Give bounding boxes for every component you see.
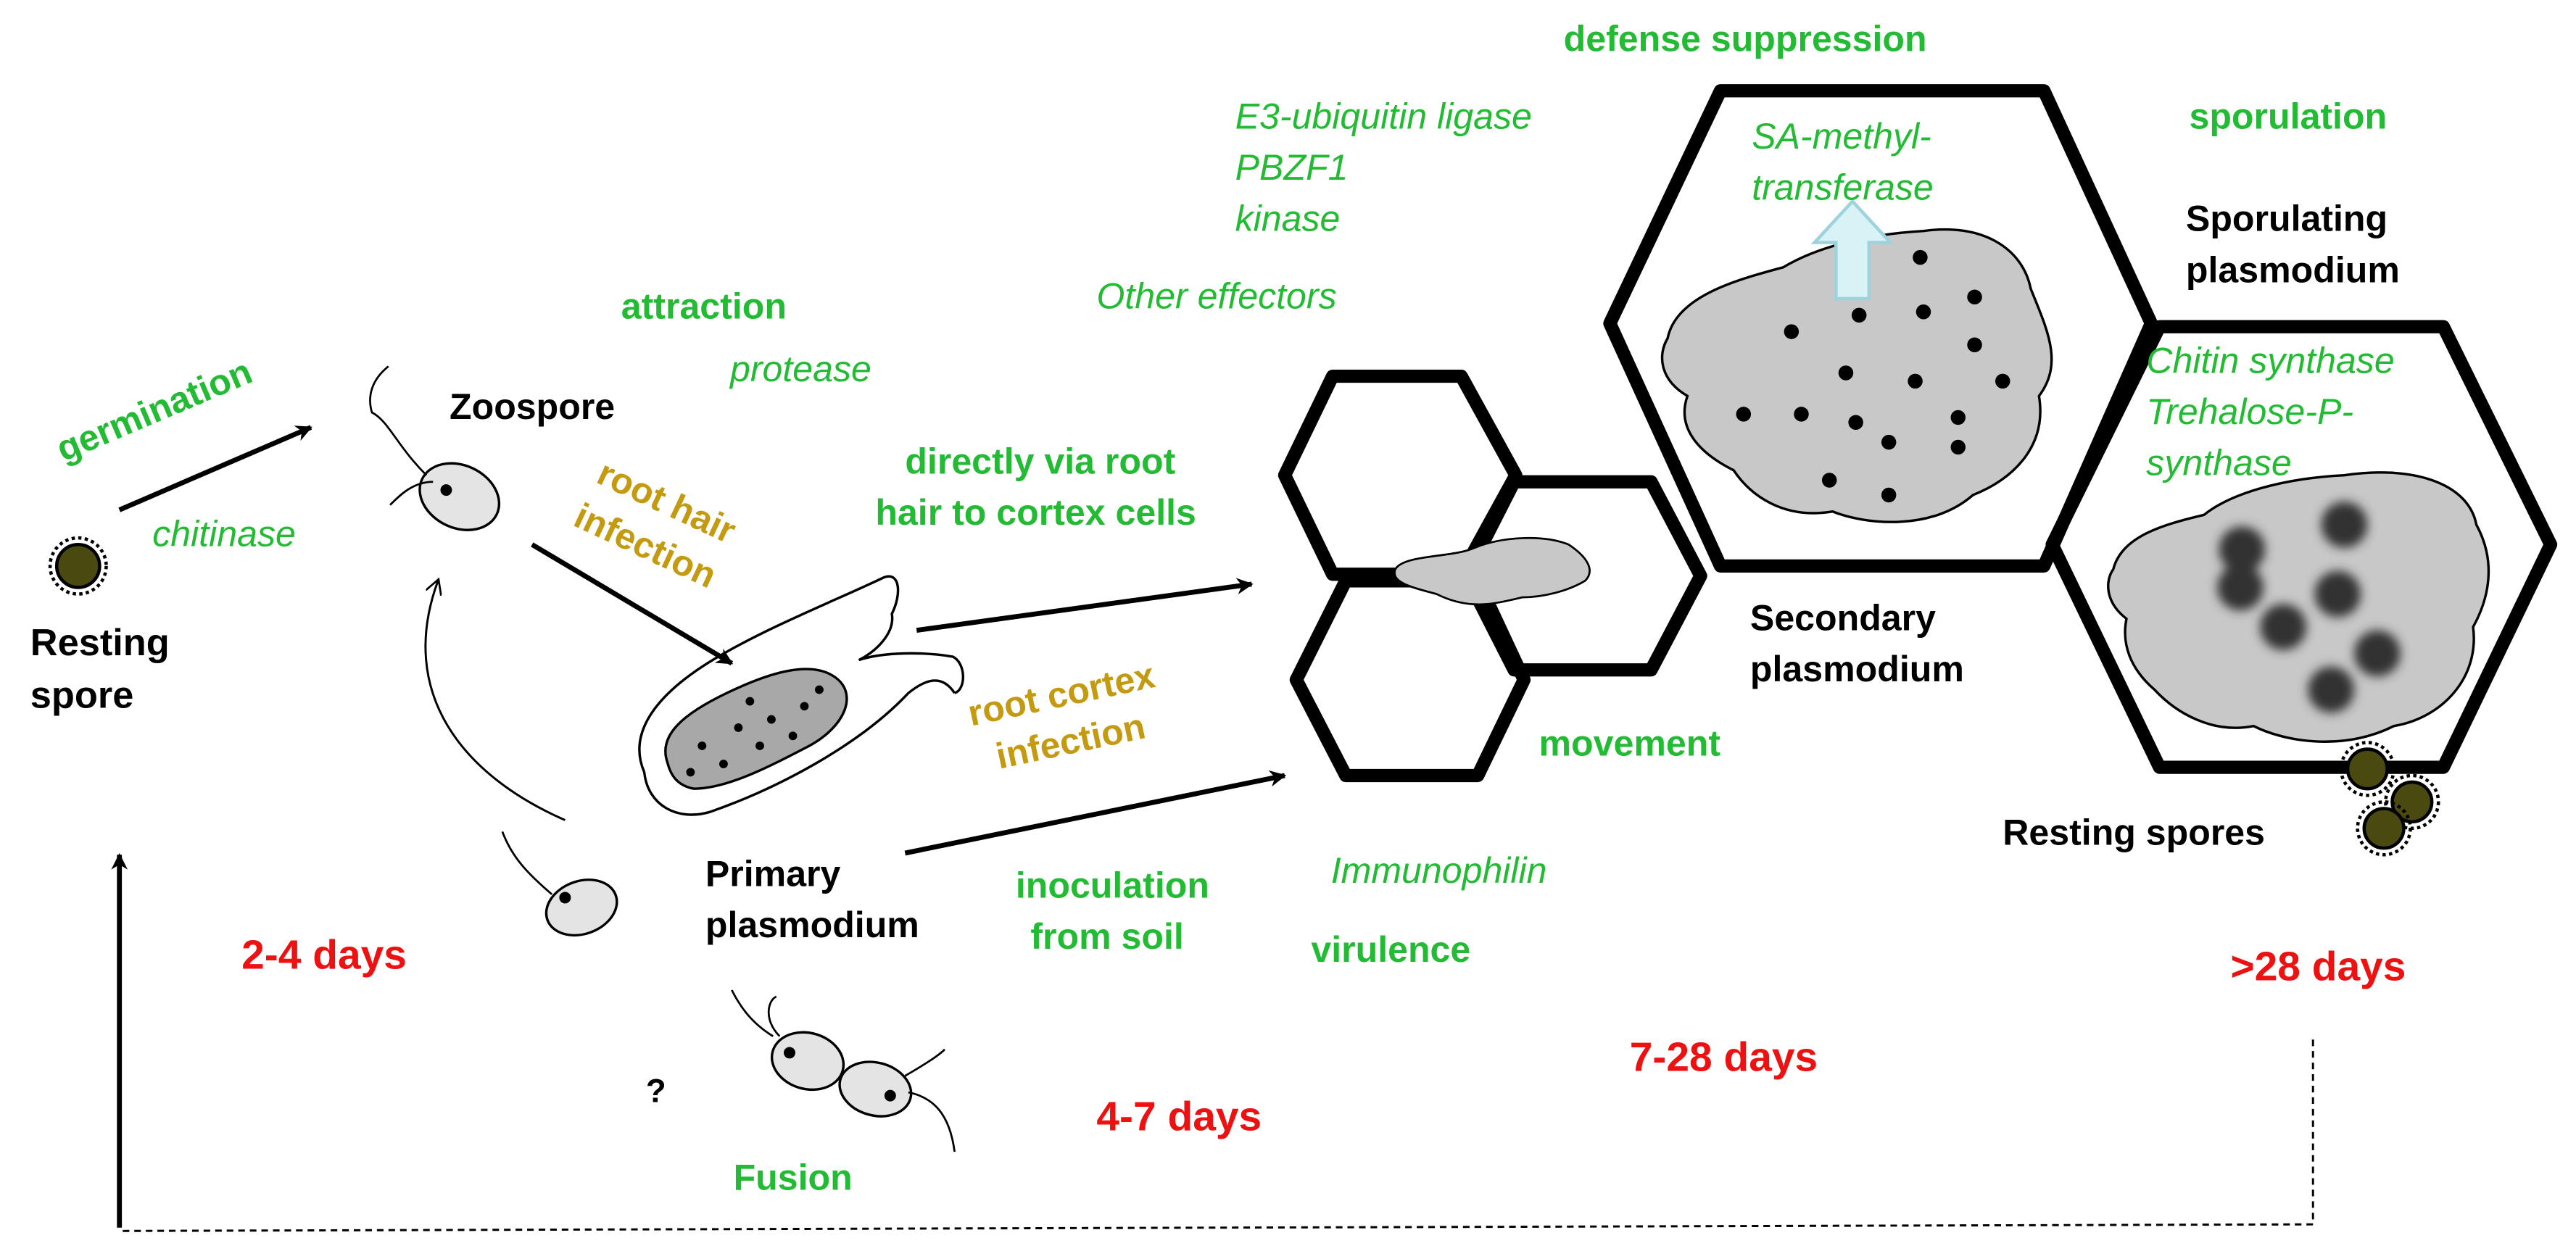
root-hair-with-primary-plasmodium-icon (638, 575, 964, 816)
secondary-plasmodium-small-icon (1393, 536, 1591, 606)
sporulating-plasmodium-icon (2107, 471, 2490, 743)
chitinase-label: chitinase (152, 514, 296, 554)
primary-plasmodium-line1: Primary (705, 854, 841, 894)
secondary-plasmodium-cell (1603, 84, 2158, 573)
primary-plasmodium-line2: plasmodium (705, 905, 919, 945)
fusion-label: Fusion (734, 1157, 853, 1197)
germination-label: germination (51, 351, 258, 470)
direct-route-line1: directly via root (905, 441, 1175, 481)
attraction-label: attraction (621, 286, 787, 326)
defense-suppression-label: defense suppression (1564, 19, 1927, 59)
time-2-4-days: 2-4 days (241, 931, 407, 978)
other-effectors-label: Other effectors (1096, 276, 1336, 317)
sa-methyltransferase-line1: SA-methyl- (1752, 116, 1931, 157)
time-4-7-days: 4-7 days (1096, 1093, 1262, 1139)
trehalose-synthase-line1: Trehalose-P- (2146, 391, 2353, 432)
primary-to-cortex-arrow (904, 770, 1287, 856)
movement-label: movement (1539, 723, 1721, 764)
resting-spore-label-line1: Resting (30, 622, 170, 664)
resting-spores-label: Resting spores (2003, 813, 2265, 853)
time-7-28-days: 7-28 days (1630, 1034, 1818, 1080)
immunophilin-label: Immunophilin (1331, 850, 1547, 891)
zoospore-label: Zoospore (450, 386, 615, 427)
time-over-28-days: >28 days (2230, 943, 2406, 989)
sa-methyltransferase-line2: transferase (1752, 167, 1934, 207)
sporulating-plasmodium-cell (2045, 320, 2558, 774)
effector-kinase: kinase (1235, 199, 1341, 239)
resting-spores-icon (2339, 741, 2440, 857)
zoospore-cycle-arrow (424, 581, 566, 821)
secondary-plasmodium-icon (1660, 228, 2053, 523)
root-hair-infection-arrow (531, 542, 734, 666)
protease-label: protease (729, 349, 871, 389)
sporulation-label: sporulation (2189, 96, 2387, 137)
upregulation-arrow-icon (1810, 199, 1894, 301)
direct-route-line2: hair to cortex cells (875, 492, 1196, 533)
secondary-plasmodium-line2: plasmodium (1750, 649, 1964, 689)
resting-spore-label-line2: spore (30, 675, 134, 717)
zoospore-icon (369, 365, 501, 531)
secondary-zoospore-icon (501, 831, 618, 937)
chitin-synthase-label: Chitin synthase (2146, 340, 2394, 381)
virulence-label: virulence (1311, 929, 1470, 970)
fusion-question-mark: ? (646, 1073, 666, 1110)
zoospore-fusion-icon (731, 989, 956, 1152)
effector-pbzf1: PBZF1 (1235, 147, 1349, 188)
sporulating-plasmodium-line1: Sporulating (2186, 199, 2387, 239)
sporulating-plasmodium-line2: plasmodium (2186, 249, 2400, 290)
inoculation-line1: inoculation (1016, 865, 1209, 905)
trehalose-synthase-line2: synthase (2146, 443, 2291, 483)
inoculation-line2: from soil (1030, 916, 1183, 957)
effector-e3-ubiquitin-ligase: E3-ubiquitin ligase (1235, 96, 1532, 137)
germination-arrow (118, 425, 312, 512)
resting-spore-icon (48, 536, 108, 596)
secondary-plasmodium-line1: Secondary (1750, 598, 1936, 639)
life-cycle-return-loop (111, 852, 2314, 1232)
direct-to-cortex-arrow (916, 578, 1254, 633)
